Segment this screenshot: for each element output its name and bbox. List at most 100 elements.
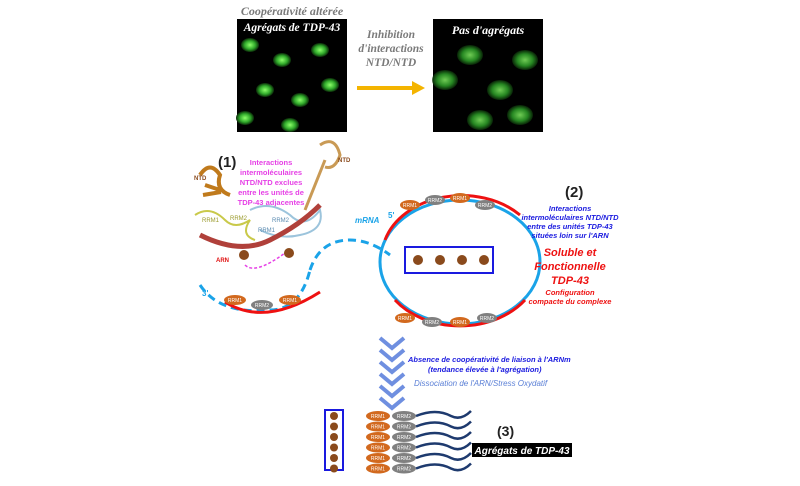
rrm-domain [366, 421, 390, 432]
down-chevrons-icon [378, 336, 406, 411]
ntd-domain [330, 422, 338, 431]
ntd-domain [330, 412, 338, 420]
rrm-label: RRM2 [397, 456, 411, 462]
rrm-label: RRM1 [371, 446, 385, 452]
rrm-domain [392, 411, 416, 421]
state1-note: Interactions intermoléculaires NTD/NTD e… [238, 158, 305, 207]
chevron [378, 360, 406, 375]
rrm-domain [450, 317, 470, 327]
ctd-tail [415, 441, 472, 451]
chevron [378, 348, 406, 363]
ctd-tail [415, 431, 472, 440]
rrm-domain [392, 421, 416, 432]
svg-text:situées loin sur l'ARN: situées loin sur l'ARN [531, 231, 609, 240]
rrm-domain [224, 295, 246, 305]
state2-title: Soluble et Fonctionnelle TDP-43 [534, 247, 606, 287]
rrm-label: RRM1 [371, 425, 385, 431]
ntd-domain [284, 248, 294, 258]
rrm-label: RRM1 [371, 467, 385, 473]
state2-config: Configuration compacte du complexe [529, 288, 612, 306]
ntd-domain [479, 255, 489, 265]
microscopy-panel-aggregates: Agrégats de TDP-43 [236, 19, 347, 132]
svg-text:intermoléculaires: intermoléculaires [240, 168, 302, 177]
rrm-label: RRM1 [371, 456, 385, 462]
ntd-interaction-box [404, 246, 494, 274]
rrm-label: RRM2 [425, 320, 439, 326]
svg-text:(tendance élevée à l'agrégatio: (tendance élevée à l'agrégation) [428, 365, 542, 374]
cell [457, 45, 483, 65]
five-prime-label: 5' [388, 211, 394, 220]
rrm-domain [366, 411, 390, 421]
svg-text:Soluble et: Soluble et [544, 247, 598, 259]
ntd-domain [435, 255, 445, 265]
cell-aggregates [273, 53, 291, 67]
rrm-label: RRM2 [255, 303, 269, 309]
cell-aggregates [321, 78, 339, 92]
rrm-domain [279, 295, 301, 305]
cell-aggregates [241, 38, 259, 52]
cell-aggregates [311, 43, 329, 57]
svg-text:d'interactions: d'interactions [358, 43, 424, 55]
ctd-tail [415, 420, 472, 430]
transition-text: Absence de coopérativité de liaison à l'… [407, 355, 571, 388]
ntd-domain [457, 255, 467, 265]
rrm-domain [477, 313, 497, 323]
ntd-domain [330, 433, 338, 441]
state3-label: Agrégats de TDP-43 [473, 446, 569, 457]
svg-text:entre des unités TDP-43: entre des unités TDP-43 [527, 222, 613, 231]
svg-text:Absence de coopérativité de li: Absence de coopérativité de liaison à l'… [407, 355, 571, 364]
ctd-tail [415, 452, 472, 461]
rrm-label: RRM1 [403, 203, 417, 209]
svg-text:RRM2: RRM2 [230, 216, 248, 222]
svg-text:Dissociation de l'ARN/Stress O: Dissociation de l'ARN/Stress Oxydatif [414, 379, 548, 388]
ntd-domain [239, 250, 249, 260]
svg-text:Interactions: Interactions [250, 158, 293, 167]
left-panel-label: Agrégats de TDP-43 [243, 22, 341, 34]
left-caption: Coopérativité altérée [241, 4, 344, 18]
rrm-domain [392, 442, 416, 453]
svg-text:entre les unités de: entre les unités de [238, 188, 304, 197]
ntd-domain [330, 454, 338, 462]
rrm-label: RRM2 [397, 425, 411, 431]
chevron [378, 336, 406, 351]
rrm-label: RRM1 [371, 414, 385, 420]
cell [487, 80, 513, 100]
cell-aggregates [236, 111, 254, 125]
arn-label: ARN [216, 258, 229, 264]
svg-text:NTD/NTD: NTD/NTD [365, 57, 417, 69]
svg-text:RRM1: RRM1 [202, 218, 220, 224]
rrm-label: RRM1 [398, 316, 412, 322]
chevron [378, 384, 406, 399]
cell [507, 105, 533, 125]
svg-text:NTD: NTD [194, 176, 207, 182]
svg-text:Interactions: Interactions [549, 204, 592, 213]
svg-text:Fonctionnelle: Fonctionnelle [534, 261, 606, 273]
rrm-domain [392, 463, 416, 474]
cell-aggregates [291, 93, 309, 107]
rrm-label: RRM2 [478, 203, 492, 209]
ntd-domain [413, 255, 423, 265]
rrm-domain [475, 200, 495, 210]
svg-text:RRM2: RRM2 [272, 218, 290, 224]
svg-text:NTD/NTD exclues: NTD/NTD exclues [240, 178, 303, 187]
rrm-domain [392, 453, 416, 463]
ntd-domain [330, 443, 338, 452]
rrm-label: RRM2 [397, 414, 411, 420]
cell [432, 70, 458, 90]
rrm-label: RRM2 [397, 446, 411, 452]
svg-text:Inhibition: Inhibition [366, 29, 415, 41]
svg-text:TDP-43 adjacentes: TDP-43 adjacentes [238, 198, 305, 207]
rrm-label: RRM2 [397, 467, 411, 473]
state3-label-bg [472, 443, 572, 457]
rrm-label: RRM2 [480, 316, 494, 322]
rrm-label: RRM1 [283, 298, 297, 304]
cell-aggregates [281, 118, 299, 132]
rrm-domain [395, 313, 415, 323]
right-arrow-icon [357, 81, 425, 95]
cell [512, 50, 538, 70]
rrm-domain [366, 463, 390, 474]
ntd-domain [330, 464, 338, 473]
state2-number: (2) [565, 184, 583, 201]
